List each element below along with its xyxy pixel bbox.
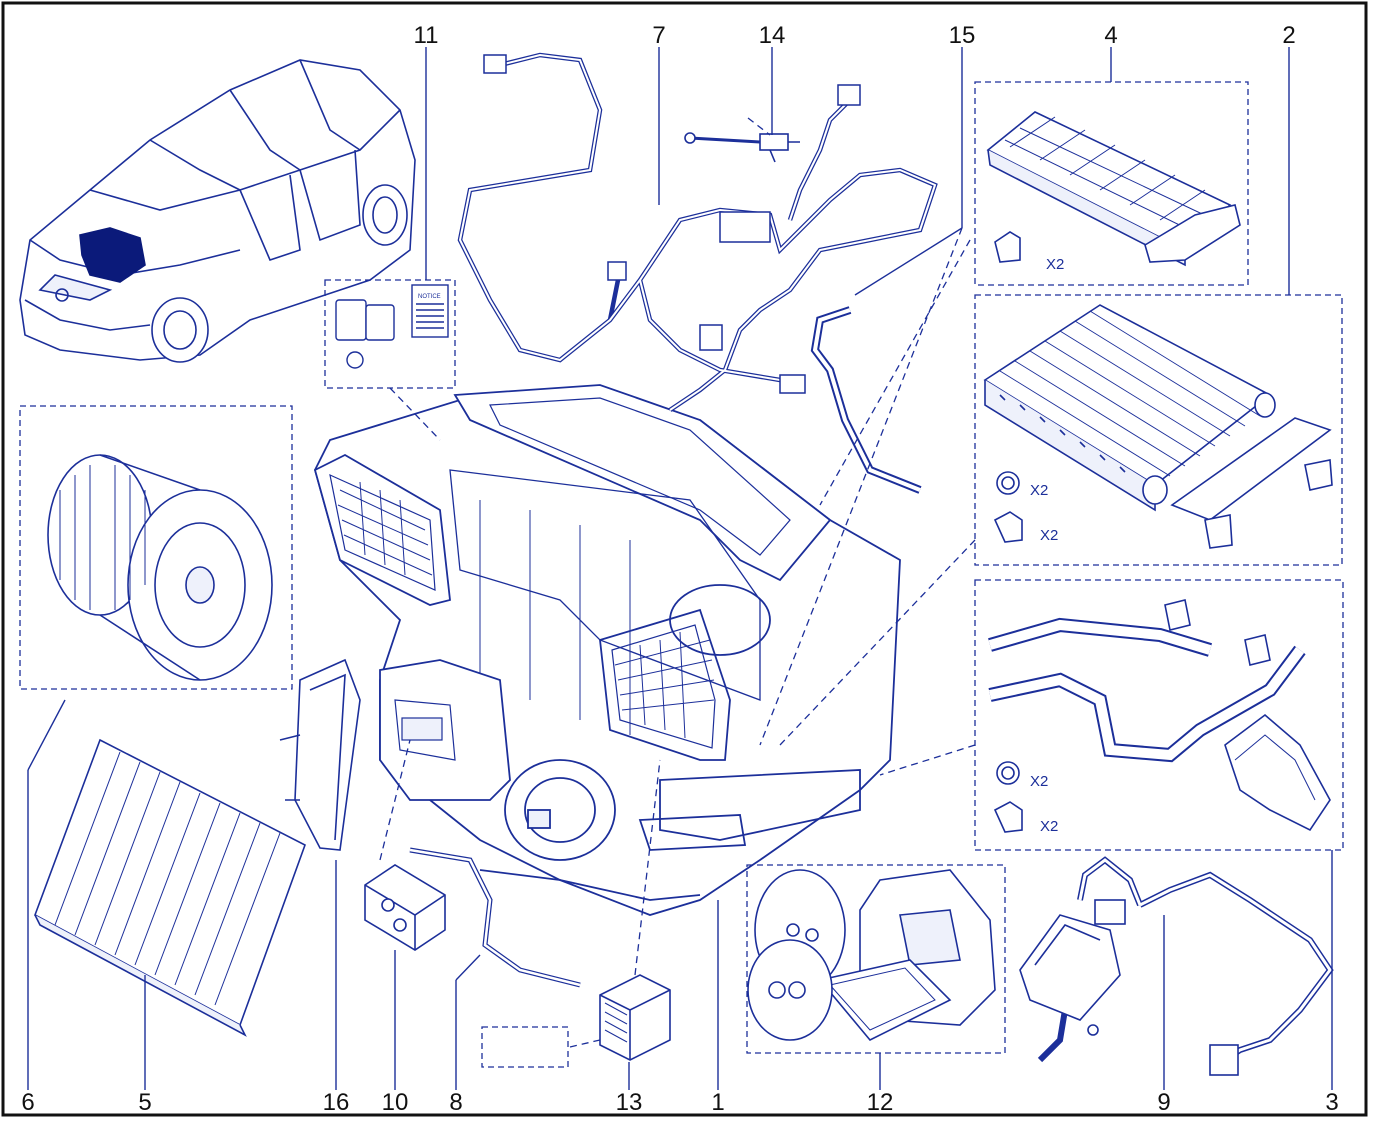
actuator-harness-9 (1019, 856, 1334, 1076)
callout-16: 16 (323, 1089, 350, 1116)
callout-1: 1 (711, 1089, 724, 1116)
expansion-valve (364, 864, 446, 951)
radiator-4-box: X2 (974, 81, 1249, 286)
callout-12: 12 (867, 1089, 894, 1116)
temperature-sensor-14 (684, 132, 800, 163)
heater-pipes-3-box: X2 X2 (974, 579, 1344, 851)
heater-seal-qty: X2 (1030, 482, 1048, 499)
seal-kit-12-box (746, 864, 1006, 1054)
callout-9: 9 (1157, 1089, 1170, 1116)
duct-16 (279, 658, 361, 851)
resistor-13 (481, 974, 671, 1068)
callout-11: 11 (414, 22, 439, 49)
vehicle-illustration (19, 59, 416, 363)
connector (483, 54, 507, 74)
callout-14: 14 (759, 22, 786, 49)
blower-6-box (19, 405, 293, 690)
callout-13: 13 (616, 1089, 643, 1116)
cabin-filter (34, 738, 306, 1037)
callout-2: 2 (1282, 22, 1295, 49)
callout-7: 7 (652, 22, 665, 49)
callout-6: 6 (21, 1089, 34, 1116)
wiring-harness-7 (457, 52, 938, 412)
hvac-unit-assembly (313, 384, 901, 916)
dashed-assembly-lines (379, 117, 976, 1048)
hvac-location-highlight (79, 227, 146, 283)
callout-3: 3 (1325, 1089, 1338, 1116)
heater-matrix-2-box: X2 X2 (974, 294, 1343, 566)
callout-15: 15 (949, 22, 976, 49)
callout-4: 4 (1104, 22, 1117, 49)
notice-label: NOTICE (418, 294, 441, 300)
callout-8: 8 (449, 1089, 462, 1116)
kit-11-box: NOTICE (324, 279, 456, 389)
pipe-seal-qty: X2 (1030, 773, 1048, 790)
radiator-screw-qty: X2 (1046, 256, 1064, 273)
pipe-screw-qty: X2 (1040, 818, 1058, 835)
outer-border (1, 1, 1368, 1117)
leader-lines (27, 47, 1333, 1090)
callout-10: 10 (382, 1089, 409, 1116)
callout-5: 5 (138, 1089, 151, 1116)
notice-booklet (411, 284, 449, 338)
callout-labels: 4 2 11 7 14 15 6 5 16 10 8 13 1 12 9 3 (21, 22, 1338, 1116)
heater-screw-qty: X2 (1040, 527, 1058, 544)
